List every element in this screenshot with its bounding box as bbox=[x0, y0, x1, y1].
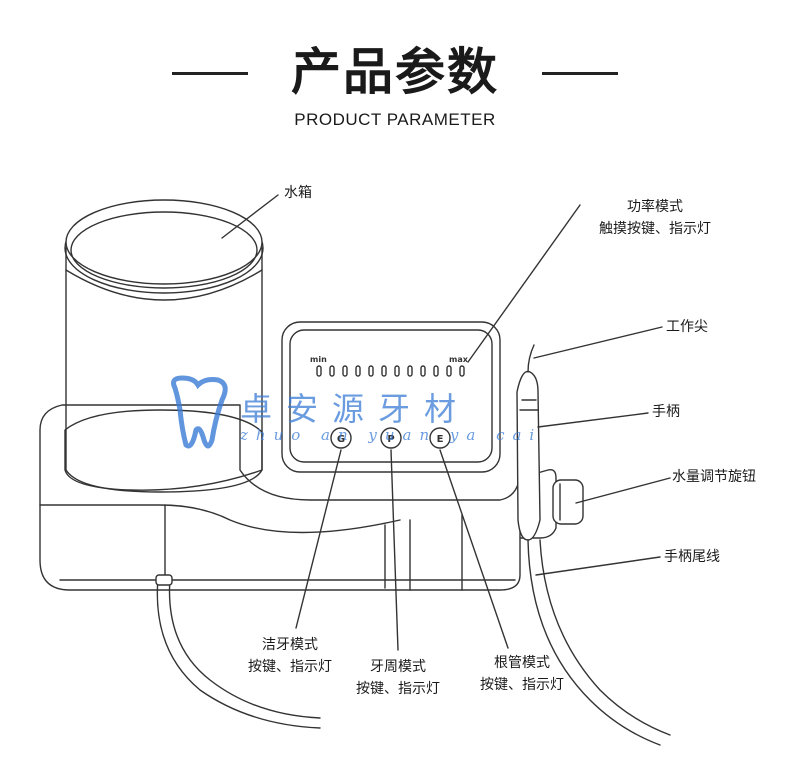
label-tip: 工作尖 bbox=[666, 319, 708, 335]
handpiece bbox=[516, 370, 541, 541]
handle-cable bbox=[527, 539, 661, 746]
label-perio-mode-line2: 按键、指示灯 bbox=[356, 681, 440, 697]
base-shelf-line bbox=[39, 504, 401, 534]
watermark-text: 卓安源牙材 bbox=[240, 390, 471, 428]
button-g-label: G bbox=[337, 434, 345, 445]
leader-power-mode bbox=[467, 204, 581, 363]
button-p-label: P bbox=[387, 434, 394, 445]
label-clean-mode: 洁牙模式 按键、指示灯 bbox=[230, 634, 350, 678]
title-rule-left bbox=[172, 72, 248, 75]
leader-clean-mode bbox=[295, 449, 342, 629]
label-clean-mode-line1: 洁牙模式 bbox=[262, 637, 318, 653]
watermark-pinyin: zhuo an yuan ya cai bbox=[240, 426, 543, 444]
panel-min-label: min bbox=[310, 355, 327, 364]
power-level-indicators bbox=[316, 365, 465, 377]
label-endo-mode-line1: 根管模式 bbox=[494, 655, 550, 671]
label-power-mode-line1: 功率模式 bbox=[627, 199, 683, 215]
tank-seat bbox=[64, 409, 263, 491]
label-water-knob: 水量调节旋钮 bbox=[672, 469, 756, 485]
label-perio-mode-line1: 牙周模式 bbox=[370, 659, 426, 675]
base-body bbox=[39, 404, 521, 591]
water-tank-body bbox=[65, 247, 263, 493]
button-g-ring bbox=[330, 427, 352, 449]
water-tank-lid bbox=[65, 199, 263, 285]
leader-water-tank bbox=[221, 194, 279, 239]
page-title: 产品参数 bbox=[291, 43, 499, 101]
label-water-tank: 水箱 bbox=[284, 185, 312, 201]
button-e-label: E bbox=[437, 434, 444, 445]
label-clean-mode-line2: 按键、指示灯 bbox=[248, 659, 332, 675]
label-endo-mode: 根管模式 按键、指示灯 bbox=[462, 652, 582, 696]
tooth-logo-icon bbox=[171, 375, 228, 449]
control-panel-outer bbox=[281, 321, 501, 473]
title-rule-right bbox=[542, 72, 618, 75]
page-subtitle: PRODUCT PARAMETER bbox=[294, 110, 496, 129]
label-handle-cable: 手柄尾线 bbox=[664, 549, 720, 565]
leader-perio-mode bbox=[390, 449, 399, 651]
panel-max-label: max bbox=[449, 355, 469, 364]
label-perio-mode: 牙周模式 按键、指示灯 bbox=[338, 656, 458, 700]
label-endo-mode-line2: 按键、指示灯 bbox=[480, 677, 564, 693]
button-p-ring bbox=[380, 427, 402, 449]
button-e-ring bbox=[429, 427, 451, 449]
work-tip bbox=[527, 344, 535, 373]
leader-tip bbox=[533, 326, 663, 359]
label-handle: 手柄 bbox=[652, 404, 680, 420]
power-cable bbox=[156, 577, 321, 729]
label-power-mode: 功率模式 触摸按键、指示灯 bbox=[580, 196, 730, 240]
leader-handle-cable bbox=[535, 556, 661, 576]
label-power-mode-line2: 触摸按键、指示灯 bbox=[599, 221, 711, 237]
leader-endo-mode bbox=[439, 449, 509, 649]
leader-handle bbox=[537, 412, 649, 428]
leader-water-knob bbox=[575, 477, 671, 504]
